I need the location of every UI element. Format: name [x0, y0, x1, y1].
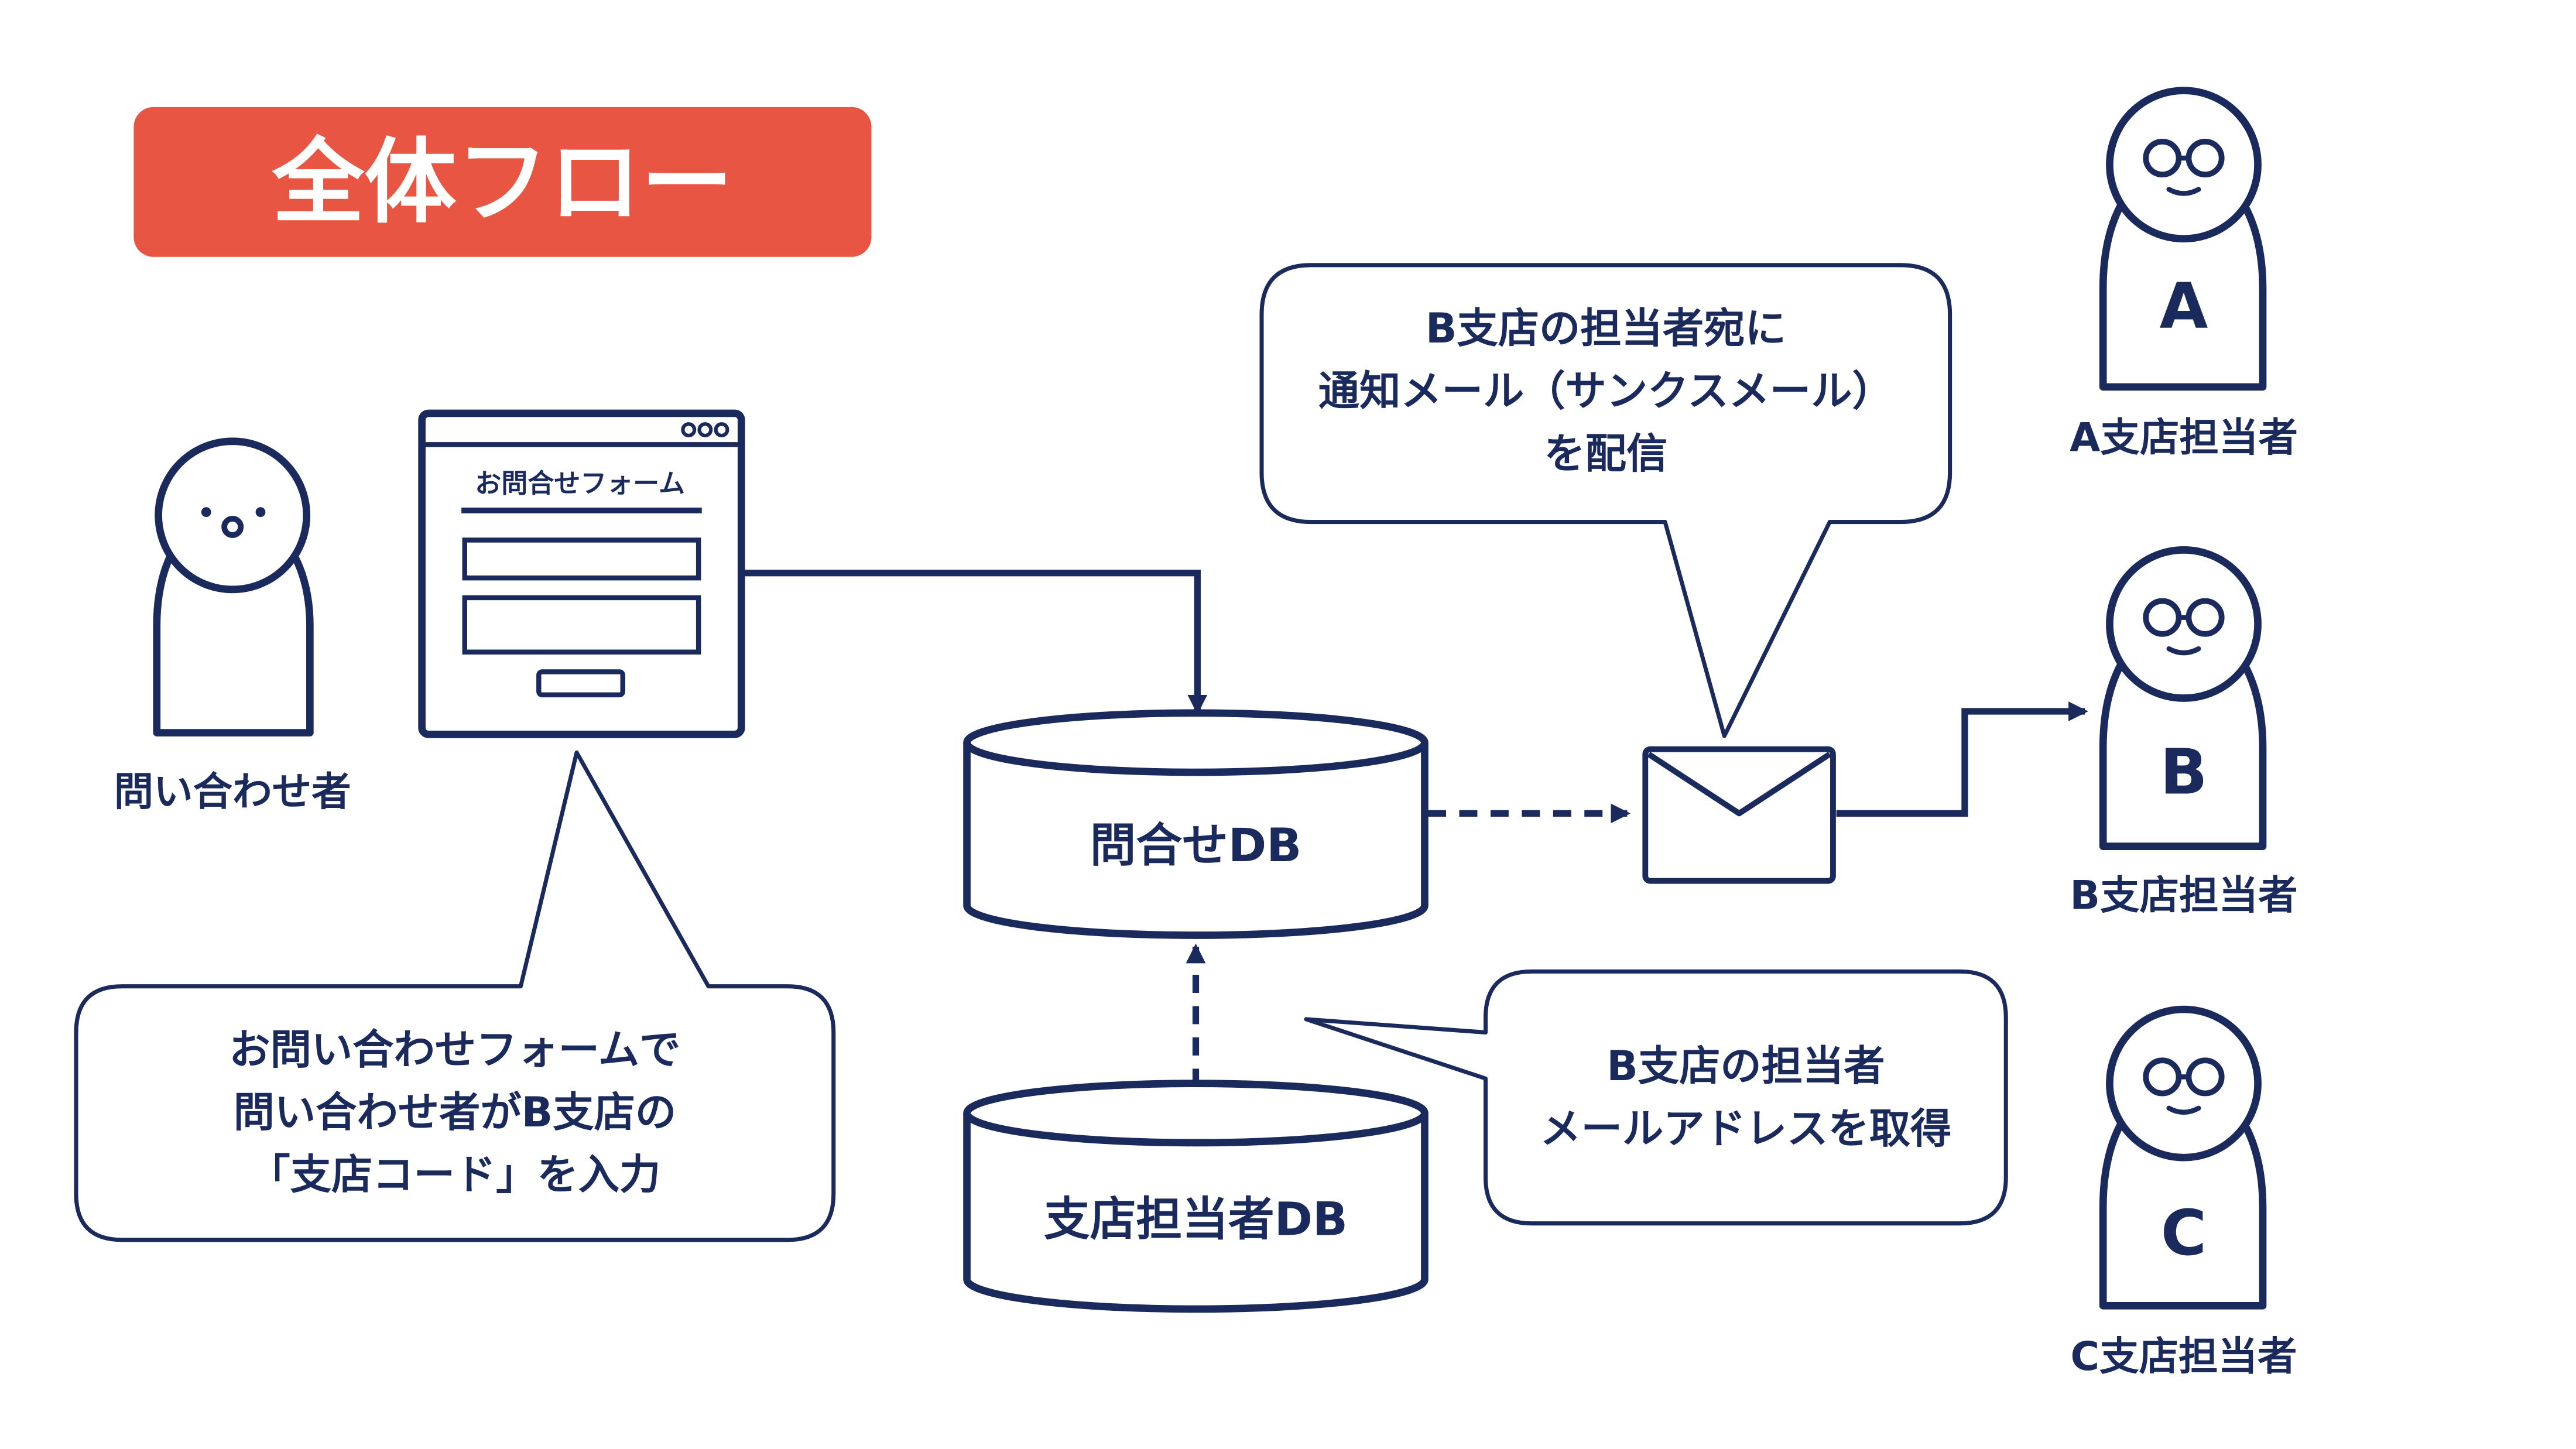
- inquiry-db-label: 問合せDB: [1090, 818, 1302, 872]
- inquiry-db-icon: [963, 709, 1429, 939]
- mail-callout-line-1: B支店の担当者宛に: [1426, 304, 1786, 352]
- staff-b-person-icon: [2099, 546, 2267, 850]
- mail-to-b-arrow: [1836, 701, 2088, 817]
- staff-c-label: C支店担当者: [2070, 1333, 2297, 1379]
- staff-a-letter: A: [2160, 270, 2208, 343]
- form-callout-line-1: お問い合わせフォームで: [229, 1026, 680, 1074]
- branch-staff-db-label: 支店担当者DB: [1044, 1192, 1348, 1246]
- form-to-db-arrow: [744, 570, 1208, 715]
- mail-callout-line-3: を配信: [1544, 430, 1667, 478]
- inquiry-form-window: [418, 409, 745, 738]
- form-callout-line-2: 問い合わせ者がB支店の: [234, 1088, 677, 1136]
- staff-c-person-icon: [2099, 1005, 2267, 1310]
- inquirer-label: 問い合わせ者: [114, 768, 351, 814]
- lookup-callout-bubble: [1304, 969, 2008, 1226]
- envelope-icon: [1642, 746, 1836, 884]
- branch-staff-db-icon: [963, 1080, 1429, 1313]
- page-title: 全体フロー: [272, 129, 734, 237]
- mail-callout-line-2: 通知メール（サンクスメール）: [1318, 367, 1893, 415]
- staff-a-label: A支店担当者: [2070, 415, 2298, 461]
- inquirer-person-icon: [153, 437, 314, 737]
- staff-c-letter: C: [2161, 1197, 2207, 1270]
- mail-callout-bubble: [1259, 263, 1952, 738]
- form-title: お問合せフォーム: [475, 468, 685, 499]
- staff-a-person-icon: [2099, 87, 2267, 391]
- staff-b-label: B支店担当者: [2070, 872, 2298, 919]
- staff-b-letter: B: [2160, 737, 2207, 809]
- title-banner: 全体フロー: [133, 107, 872, 257]
- lookup-callout-line-2: メールアドレスを取得: [1540, 1105, 1951, 1153]
- lookup-callout-line-1: B支店の担当者: [1606, 1042, 1885, 1090]
- form-callout-line-3: 「支店コード」を入力: [249, 1151, 660, 1199]
- form-callout-bubble: [74, 750, 836, 1242]
